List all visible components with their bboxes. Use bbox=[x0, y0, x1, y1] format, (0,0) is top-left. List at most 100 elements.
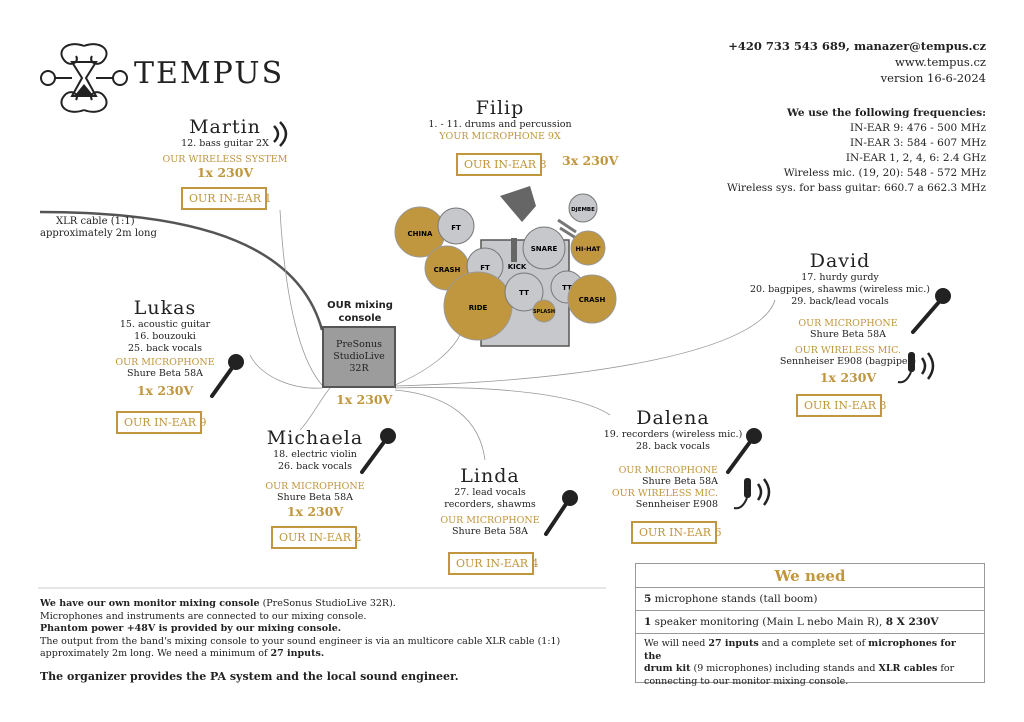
member-name: Filip bbox=[475, 97, 525, 119]
need-count: 1 bbox=[644, 616, 652, 628]
member-name: Linda bbox=[460, 465, 520, 487]
member-name: Lukas bbox=[133, 297, 197, 319]
member-mic: Sennheiser E908 bbox=[635, 499, 718, 510]
frequency-line: IN-EAR 3: 584 - 607 MHz bbox=[849, 137, 986, 149]
microphone-icon bbox=[911, 288, 951, 334]
member-mic: Shure Beta 58A bbox=[810, 329, 886, 340]
need-row: 5 microphone stands (tall boom) bbox=[636, 588, 984, 611]
console-power: 1x 230V bbox=[336, 392, 393, 407]
member-name: David bbox=[809, 250, 871, 272]
brand-name: TEMPUS bbox=[134, 56, 285, 91]
need-bold: microphones for the bbox=[644, 638, 956, 662]
wireless-mic-icon bbox=[897, 352, 935, 384]
member-role: recorders, shawms bbox=[444, 499, 536, 510]
member-mic: Shure Beta 58A bbox=[642, 476, 718, 487]
inear-badge: OUR IN-EAR 8 bbox=[456, 153, 547, 176]
need-count: 5 bbox=[644, 593, 652, 605]
member-mic: Shure Beta 58A bbox=[127, 368, 203, 379]
inear-badge: OUR IN-EAR 1 bbox=[181, 187, 272, 210]
member-martin: Martin 12. bass guitar 2X OUR WIRELESS S… bbox=[150, 116, 300, 180]
member-tag: OUR MICROPHONE bbox=[618, 465, 718, 476]
need-bold: drum kit bbox=[644, 663, 691, 674]
member-michaela: Michaela 18. electric violin 26. back vo… bbox=[240, 427, 390, 519]
member-tag: OUR WIRELESS SYSTEM bbox=[162, 154, 288, 165]
need-text: (9 microphones) including stands and bbox=[690, 663, 879, 674]
console-model-2: StudioLive bbox=[333, 351, 385, 362]
member-dalena: Dalena 19. recorders (wireless mic.) 28.… bbox=[598, 407, 748, 453]
member-lukas: Lukas 15. acoustic guitar 16. bouzouki 2… bbox=[90, 297, 240, 398]
member-role: 28. back vocals bbox=[636, 441, 710, 452]
mixing-console: PreSonus StudioLive 32R bbox=[322, 326, 396, 388]
need-text: for bbox=[937, 663, 955, 674]
member-linda: Linda 27. lead vocals recorders, shawms … bbox=[430, 465, 550, 538]
member-tag: OUR MICROPHONE bbox=[798, 318, 898, 329]
member-power: 3x 230V bbox=[562, 153, 619, 168]
member-power: 1x 230V bbox=[286, 504, 344, 519]
member-name: Dalena bbox=[636, 407, 710, 429]
member-role: 26. back vocals bbox=[278, 461, 352, 472]
notes-text: (PreSonus StudioLive 32R). bbox=[259, 598, 396, 609]
contact-version: version 16-6-2024 bbox=[880, 71, 986, 85]
notes-text: The output from the band's mixing consol… bbox=[40, 635, 561, 647]
member-role: 12. bass guitar 2X bbox=[181, 138, 269, 149]
inear-badge: OUR IN-EAR 2 bbox=[271, 526, 362, 549]
member-role: 18. electric violin bbox=[273, 449, 357, 460]
member-filip: Filip 1. - 11. drums and percussion YOUR… bbox=[420, 97, 580, 142]
microphone-icon bbox=[360, 428, 396, 474]
contact-block: +420 733 543 689, manazer@tempus.cz www.… bbox=[728, 38, 986, 86]
notes-text: Microphones and instruments are connecte… bbox=[40, 610, 367, 622]
microphone-icon bbox=[544, 490, 578, 536]
member-david: David 17. hurdy gurdy 20. bagpipes, shaw… bbox=[740, 250, 940, 308]
hourglass-logo-icon bbox=[40, 43, 128, 113]
we-need-title: We need bbox=[636, 564, 984, 588]
member-power: 1x 230V bbox=[136, 383, 194, 398]
inear-badge: OUR IN-EAR 4 bbox=[448, 552, 539, 575]
inear-badge: OUR IN-EAR 9 bbox=[116, 411, 207, 434]
notes-bold: 27 inputs. bbox=[270, 648, 325, 659]
drum-snare: SNARE bbox=[531, 245, 558, 253]
member-role: 27. lead vocals bbox=[454, 487, 526, 498]
console-model-3: 32R bbox=[349, 363, 369, 374]
member-tag: OUR MICROPHONE bbox=[265, 481, 365, 492]
wireless-mic-icon bbox=[733, 478, 771, 510]
drum-ft: FT bbox=[480, 264, 490, 272]
drum-kick: KICK bbox=[508, 263, 527, 271]
drum-crash: CRASH bbox=[434, 266, 461, 274]
member-mic: Shure Beta 58A bbox=[277, 492, 353, 503]
inear-badge: OUR IN-EAR 3 bbox=[796, 394, 887, 417]
member-role: 17. hurdy gurdy bbox=[801, 272, 879, 283]
drum-kit: CHINA FT CRASH FT RIDE KICK SNARE DJEMBE… bbox=[394, 186, 617, 347]
notes-bold: We have our own monitor mixing console bbox=[40, 598, 260, 609]
drum-hihat: HI-HAT bbox=[576, 245, 602, 253]
contact-phone-email: +420 733 543 689, manazer@tempus.cz bbox=[728, 39, 986, 53]
member-name: Martin bbox=[189, 116, 261, 138]
member-mic: Shure Beta 58A bbox=[452, 526, 528, 537]
member-role: 20. bagpipes, shawms (wireless mic.) bbox=[750, 284, 930, 295]
need-bold: XLR cables bbox=[878, 663, 938, 674]
notes-block: We have our own monitor mixing console (… bbox=[40, 598, 600, 661]
xlr-cable-label: XLR cable (1:1) approximately 2m long bbox=[40, 216, 157, 240]
frequencies-block: We use the following frequencies: IN-EAR… bbox=[727, 106, 986, 196]
drum-djembe: DJEMBE bbox=[571, 207, 595, 213]
microphone-icon bbox=[726, 428, 762, 474]
member-role: 1. - 11. drums and percussion bbox=[428, 119, 572, 130]
member-role: 16. bouzouki bbox=[134, 331, 196, 342]
member-role: 29. back/lead vocals bbox=[791, 296, 889, 307]
member-tag: OUR MICROPHONE bbox=[440, 515, 540, 526]
frequency-line: Wireless mic. (19, 20): 548 - 572 MHz bbox=[783, 167, 986, 179]
microphone-icon bbox=[210, 354, 244, 398]
member-role: 19. recorders (wireless mic.) bbox=[603, 429, 743, 440]
logo bbox=[38, 40, 130, 120]
console-title-1: OUR mixing bbox=[327, 300, 393, 311]
contact-website: www.tempus.cz bbox=[895, 55, 986, 69]
need-row: We will need 27 inputs and a complete se… bbox=[636, 634, 984, 692]
david-mics: OUR MICROPHONE Shure Beta 58A OUR WIRELE… bbox=[770, 318, 926, 385]
notes-text: approximately 2m long. We need a minimum… bbox=[40, 648, 271, 659]
member-role: 25. back vocals bbox=[128, 343, 202, 354]
drum-china: CHINA bbox=[408, 230, 433, 238]
xlr-line1: XLR cable (1:1) bbox=[56, 216, 135, 227]
member-name: Michaela bbox=[266, 427, 364, 449]
need-text: We will need bbox=[644, 638, 709, 649]
frequency-line: Wireless sys. for bass guitar: 660.7 a 6… bbox=[727, 182, 986, 194]
